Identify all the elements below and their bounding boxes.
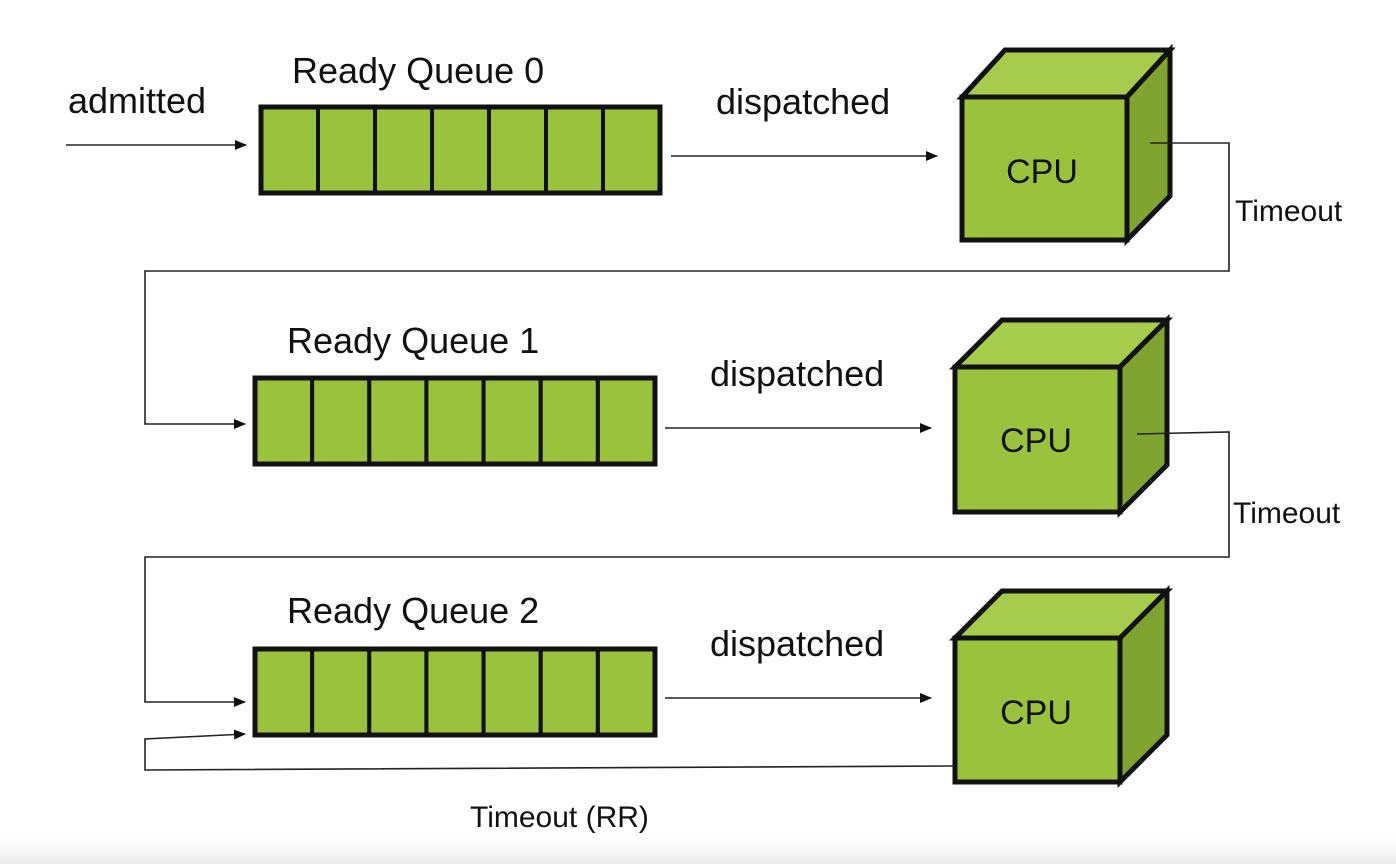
queue-1-slot-7 [595, 376, 657, 466]
cpu-1-cube: CPU [948, 313, 1174, 519]
cpu-2-cube: CPU [948, 584, 1174, 789]
timeout-0-label: Timeout [1235, 195, 1343, 228]
ready-queue-2-label: Ready Queue 2 [287, 590, 539, 631]
admitted-label: admitted [68, 80, 206, 121]
queue-0-slot-7 [601, 105, 662, 195]
queue-0-slot-4 [430, 105, 491, 195]
queue-2-slot-1 [253, 647, 315, 737]
timeout-rr-loop-arrow [144, 729, 954, 771]
queue-1-slot-1 [253, 376, 315, 466]
queue-0-slot-2 [316, 105, 377, 195]
dispatched-0-label: dispatched [716, 81, 890, 122]
ready-queue-0 [258, 104, 663, 196]
ready-queue-0-label: Ready Queue 0 [292, 50, 544, 91]
dispatched-2-label: dispatched [710, 623, 884, 664]
queue-2-slot-5 [481, 647, 543, 737]
queue-0-slot-6 [544, 105, 605, 195]
cpu-0-front-face [959, 94, 1130, 243]
queue-1-slot-5 [481, 376, 543, 466]
cpu-0-label: CPU [1006, 153, 1078, 191]
timeout-1-label: Timeout [1233, 497, 1341, 530]
queue-2-slot-3 [367, 647, 429, 737]
cpu-1-front-face [952, 364, 1123, 515]
queue-1-slot-6 [538, 376, 600, 466]
queue-0-slot-5 [487, 105, 548, 195]
queue-2-slot-6 [538, 647, 600, 737]
cpu-1-label: CPU [1000, 422, 1072, 460]
queue-1-slot-2 [310, 376, 372, 466]
cpu-2-label: CPU [1000, 694, 1072, 732]
ready-queue-2 [252, 646, 658, 738]
ready-queue-1-label: Ready Queue 1 [287, 320, 539, 361]
queue-2-frame [252, 646, 658, 738]
queue-0-slot-3 [373, 105, 434, 195]
bottom-shadow-band [0, 836, 1396, 864]
queue-1-slot-3 [367, 376, 429, 466]
queue-2-slot-7 [595, 647, 657, 737]
queue-0-slot-1 [259, 105, 320, 195]
timeout-0-feedback-arrow [144, 142, 1230, 429]
queue-1-slot-4 [424, 376, 486, 466]
queue-1-frame [252, 375, 658, 467]
cpu-2-front-face [952, 635, 1123, 785]
dispatched-1-label: dispatched [710, 353, 884, 394]
timeout-rr-label: Timeout (RR) [470, 801, 649, 834]
queue-2-slot-4 [424, 647, 486, 737]
timeout-1-feedback-arrow [144, 431, 1230, 707]
queue-0-frame [258, 104, 663, 196]
ready-queue-1 [252, 375, 658, 467]
queue-2-slot-2 [310, 647, 372, 737]
cpu-0-cube: CPU [956, 43, 1176, 247]
